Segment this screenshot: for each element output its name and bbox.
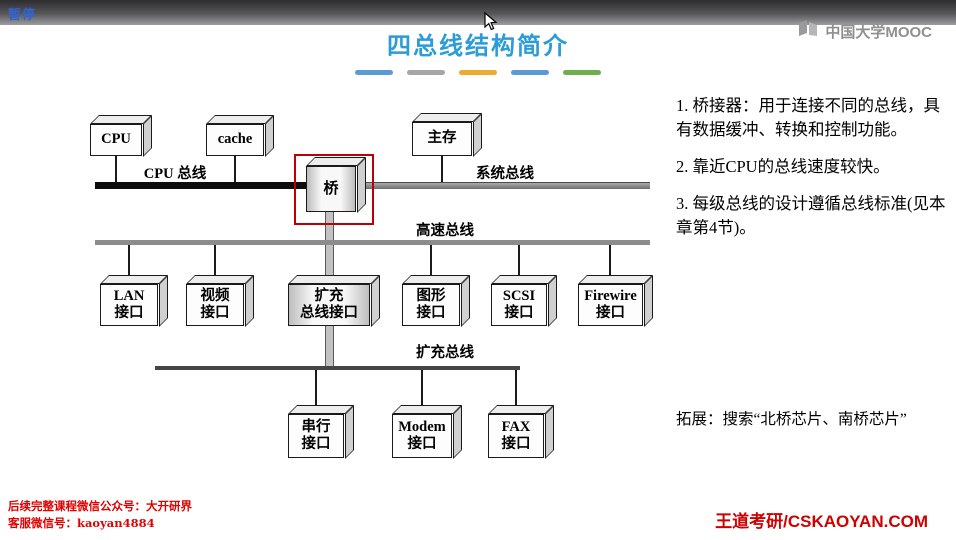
footer-watermark-left: 后续完整课程微信公众号：大开研界 客服微信号：kaoyan4884 [8, 498, 192, 533]
footer-left-line1: 后续完整课程微信公众号：大开研界 [8, 499, 192, 513]
title-dash [459, 70, 497, 75]
serial-interface-box: 串行 接口 [288, 414, 344, 458]
connector-line [609, 245, 611, 284]
connector-line [234, 156, 236, 182]
player-top-bar: 暂停 [0, 0, 956, 25]
fax-interface-box: FAX 接口 [488, 414, 544, 458]
expansionif-expansionbus-connector [325, 326, 334, 366]
title-dash [407, 70, 445, 75]
mooc-logo-icon [797, 20, 819, 42]
connector-line [515, 370, 517, 414]
lan-interface-box: LAN 接口 [100, 284, 158, 326]
title-dash [563, 70, 601, 75]
cpu-bus [95, 182, 308, 189]
cache-box: cache [206, 124, 264, 156]
connector-line [214, 245, 216, 284]
footer-watermark-right: 王道考研/CSKAOYAN.COM [715, 512, 928, 531]
expansion-bus [155, 366, 520, 370]
note-2: 2. 靠近CPU的总线速度较快。 [676, 156, 890, 176]
graphics-interface-box: 图形 接口 [402, 284, 460, 326]
title-dash [355, 70, 393, 75]
expansion-bus-label: 扩充总线 [416, 345, 474, 361]
cpu-bus-label: CPU 总线 [143, 166, 207, 182]
notes-column: 1. 桥接器：用于连接不同的总线，具有数据缓冲、转换和控制功能。 2. 靠近CP… [676, 94, 952, 253]
connector-line [430, 245, 432, 284]
brand-logo: 中国大学MOOC [797, 20, 932, 42]
mouse-cursor-icon [484, 11, 498, 37]
connector-line [421, 370, 423, 414]
connector-line [518, 245, 520, 284]
connector-line [441, 156, 443, 182]
brand-text: 中国大学MOOC [825, 23, 932, 41]
connector-line [115, 156, 117, 182]
bridge-highspeed-connector [325, 211, 334, 242]
high-speed-bus [95, 240, 650, 245]
connector-line [315, 370, 317, 414]
scsi-interface-box: SCSI 接口 [491, 284, 547, 326]
note-3: 3. 每级总线的设计遵循总线标准(见本章第4节)。 [676, 193, 946, 237]
connector-line [128, 245, 130, 284]
main-memory-box: 主存 [412, 122, 472, 156]
high-speed-bus-label: 高速总线 [416, 223, 474, 239]
page-title: 四总线结构简介 [387, 33, 569, 60]
footer-left-line2: 客服微信号：kaoyan4884 [8, 516, 155, 531]
pause-button[interactable]: 暂停 [8, 7, 37, 22]
extension-note: 拓展：搜索“北桥芯片、南桥芯片” [676, 411, 907, 428]
video-interface-box: 视频 接口 [186, 284, 244, 326]
title-underline-dashes [0, 70, 956, 75]
expansion-bus-interface-box: 扩充 总线接口 [288, 284, 370, 326]
system-bus-label: 系统总线 [476, 166, 534, 182]
cpu-box: CPU [90, 124, 142, 156]
system-bus [357, 182, 650, 189]
highspeed-expansionif-connector [325, 245, 334, 284]
note-1: 1. 桥接器：用于连接不同的总线，具有数据缓冲、转换和控制功能。 [676, 96, 940, 139]
bridge-box: 桥 [306, 166, 356, 212]
firewire-interface-box: Firewire 接口 [578, 284, 643, 326]
title-dash [511, 70, 549, 75]
modem-interface-box: Modem 接口 [392, 414, 452, 458]
